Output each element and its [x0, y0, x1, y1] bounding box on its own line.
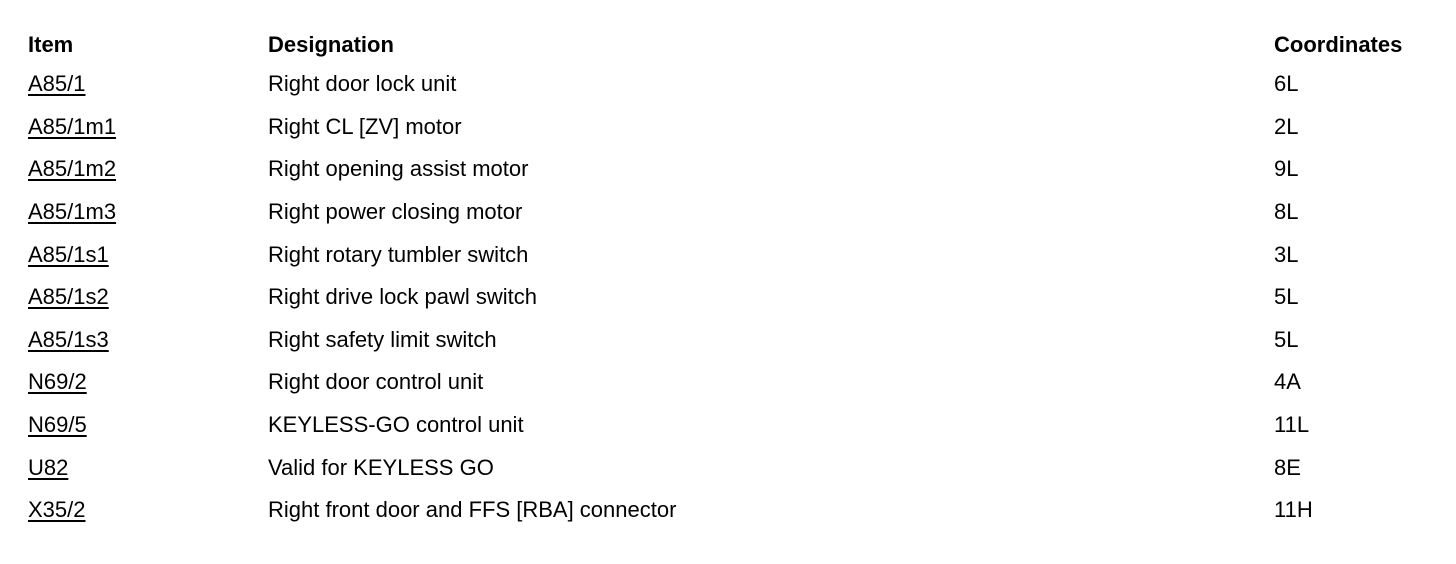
item-link[interactable]: A85/1s2: [28, 284, 109, 310]
coordinates-cell: 5L: [1274, 284, 1299, 310]
item-cell: N69/2: [28, 361, 268, 404]
item-cell: A85/1: [28, 63, 268, 106]
designation-cell: Right drive lock pawl switch: [268, 284, 537, 310]
item-link[interactable]: U82: [28, 454, 69, 480]
coordinates-cell: 9L: [1274, 156, 1299, 182]
table-row: U82 Valid for KEYLESS GO 8E: [28, 446, 1434, 489]
item-cell: A85/1s3: [28, 319, 268, 362]
coordinates-cell: 8L: [1274, 199, 1299, 225]
item-link[interactable]: A85/1m2: [28, 156, 117, 182]
item-cell: A85/1m3: [28, 191, 268, 234]
item-cell: U82: [28, 446, 268, 489]
designation-cell: Right power closing motor: [268, 199, 523, 225]
header-coordinates: Coordinates: [1274, 31, 1403, 57]
coordinates-cell: 4A: [1274, 369, 1301, 395]
item-link[interactable]: N69/5: [28, 412, 87, 438]
designation-cell: Right safety limit switch: [268, 326, 497, 352]
coordinates-cell: 11H: [1274, 497, 1313, 523]
item-cell: N69/5: [28, 404, 268, 447]
coordinates-cell: 11L: [1274, 412, 1310, 438]
table-row: N69/2 Right door control unit 4A: [28, 361, 1434, 404]
coordinates-cell: 6L: [1274, 71, 1299, 97]
designation-cell: Right CL [ZV] motor: [268, 113, 462, 139]
table-row: A85/1s2 Right drive lock pawl switch 5L: [28, 276, 1434, 319]
component-legend-table: Item Designation Coordinates A85/1 Right…: [28, 28, 1434, 532]
item-link[interactable]: A85/1s1: [28, 241, 109, 267]
designation-cell: Right door lock unit: [268, 71, 457, 97]
designation-cell: Right rotary tumbler switch: [268, 241, 529, 267]
table-row: A85/1s1 Right rotary tumbler switch 3L: [28, 233, 1434, 276]
item-link[interactable]: A85/1m3: [28, 199, 117, 225]
item-link[interactable]: X35/2: [28, 497, 86, 523]
table-row: N69/5 KEYLESS-GO control unit 11L: [28, 404, 1434, 447]
designation-cell: KEYLESS-GO control unit: [268, 412, 524, 438]
table-row: A85/1m1 Right CL [ZV] motor 2L: [28, 106, 1434, 149]
designation-cell: Right opening assist motor: [268, 156, 529, 182]
coordinates-cell: 3L: [1274, 241, 1299, 267]
coordinates-cell: 8E: [1274, 454, 1301, 480]
table-body: A85/1 Right door lock unit 6L A85/1m1 Ri…: [28, 63, 1434, 532]
item-cell: A85/1m2: [28, 148, 268, 191]
table-header-row: Item Designation Coordinates: [28, 28, 1434, 63]
designation-cell: Right door control unit: [268, 369, 484, 395]
item-link[interactable]: N69/2: [28, 369, 87, 395]
item-link[interactable]: A85/1: [28, 71, 86, 97]
item-cell: A85/1s1: [28, 233, 268, 276]
table-row: A85/1 Right door lock unit 6L: [28, 63, 1434, 106]
table-row: A85/1m3 Right power closing motor 8L: [28, 191, 1434, 234]
table-row: A85/1m2 Right opening assist motor 9L: [28, 148, 1434, 191]
coordinates-cell: 5L: [1274, 326, 1299, 352]
item-cell: A85/1m1: [28, 106, 268, 149]
item-cell: X35/2: [28, 489, 268, 532]
designation-cell: Valid for KEYLESS GO: [268, 454, 494, 480]
table-row: A85/1s3 Right safety limit switch 5L: [28, 319, 1434, 362]
item-link[interactable]: A85/1s3: [28, 326, 109, 352]
designation-cell: Right front door and FFS [RBA] connector: [268, 497, 677, 523]
item-link[interactable]: A85/1m1: [28, 113, 117, 139]
table-row: X35/2 Right front door and FFS [RBA] con…: [28, 489, 1434, 532]
coordinates-cell: 2L: [1274, 113, 1299, 139]
item-cell: A85/1s2: [28, 276, 268, 319]
header-designation: Designation: [268, 31, 394, 57]
header-item: Item: [28, 31, 74, 57]
